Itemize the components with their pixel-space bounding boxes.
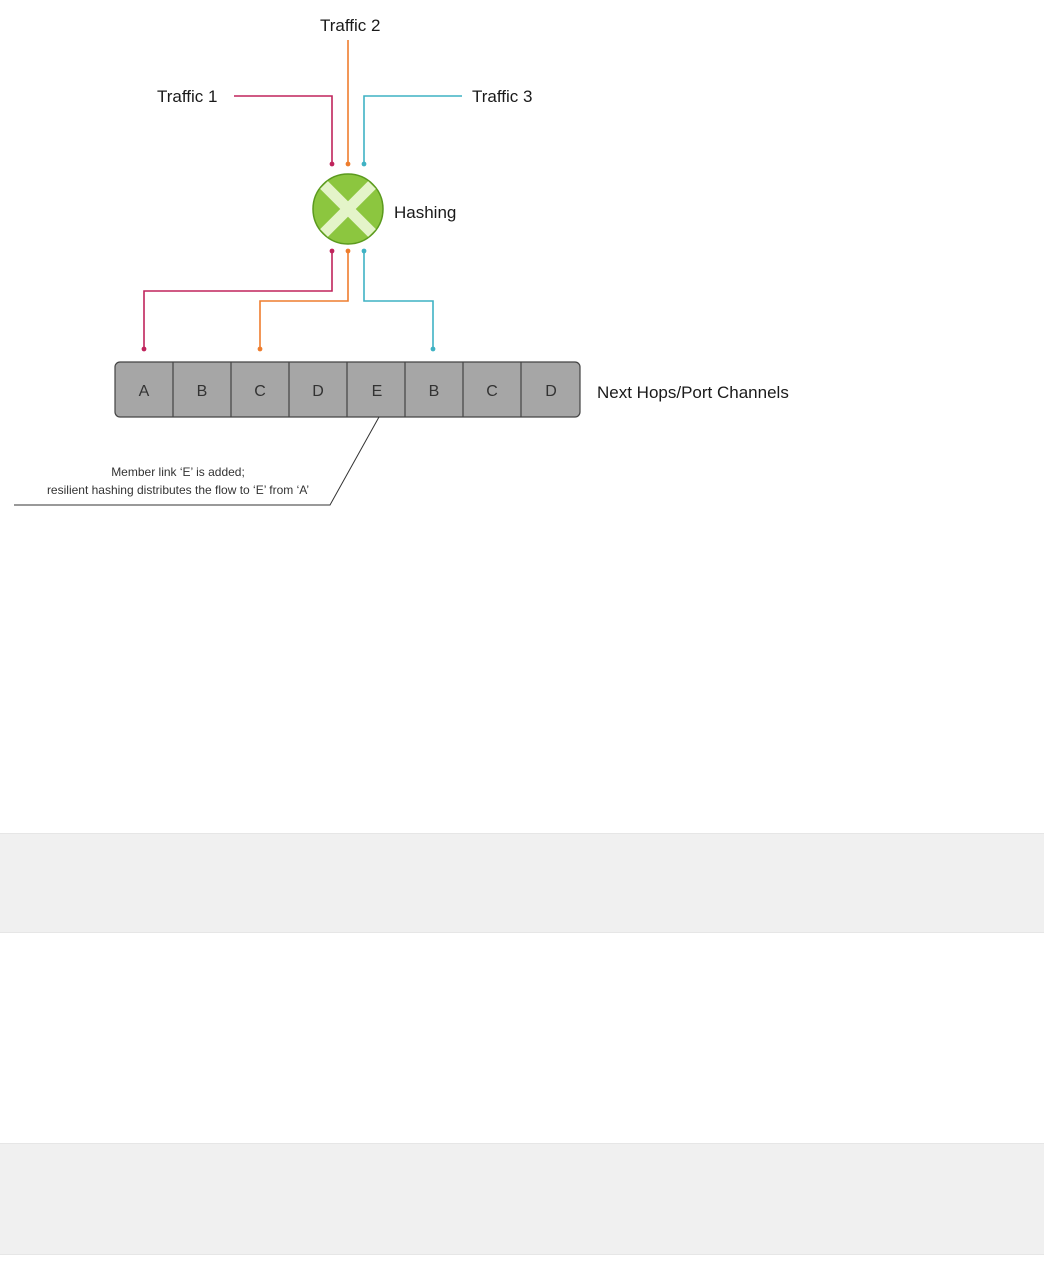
resilient-hashing-diagram: Traffic 1 Traffic 2 Traffic 3 Hashing A … [14, 16, 789, 506]
code-block [0, 833, 1044, 933]
traffic-2-output-dot [345, 248, 351, 254]
traffic-3-label: Traffic 3 [472, 87, 532, 106]
hashing-cross-b [320, 181, 376, 237]
slot-d: D [545, 383, 557, 400]
traffic-2-input-dot [345, 161, 351, 167]
slot-e-added: E [372, 383, 383, 400]
traffic-1-input-line [234, 95, 333, 162]
traffic-3-input-line [363, 95, 462, 162]
traffic-1-output-line [143, 253, 333, 347]
traffic-2-output-line [259, 253, 349, 347]
annotation-line-1: Member link ‘E’ is added; [111, 465, 245, 479]
next-hops-bar: A B C D E B C D [114, 361, 581, 418]
slot-b: B [429, 383, 440, 400]
next-hops-label: Next Hops/Port Channels [597, 383, 789, 402]
code-block [0, 1143, 1044, 1255]
traffic-3-end-dot [430, 346, 436, 352]
slot-c: C [486, 383, 498, 400]
traffic-2-end-dot [257, 346, 263, 352]
traffic-3-input-dot [361, 161, 367, 167]
traffic-1-input-dot [329, 161, 335, 167]
traffic-1-label: Traffic 1 [157, 87, 217, 106]
slot-a: A [139, 383, 150, 400]
slot-c: C [254, 383, 266, 400]
hashing-cross-circle-icon [312, 173, 384, 245]
traffic-1-end-dot [141, 346, 147, 352]
slot-d: D [312, 383, 324, 400]
traffic-3-output-dot [361, 248, 367, 254]
slot-b: B [197, 383, 208, 400]
traffic-1-output-dot [329, 248, 335, 254]
annotation-line-2: resilient hashing distributes the flow t… [47, 483, 309, 497]
traffic-2-label: Traffic 2 [320, 16, 380, 35]
hashing-label: Hashing [394, 203, 456, 222]
annotation-leader-line [14, 416, 380, 506]
traffic-3-output-line [363, 253, 434, 347]
